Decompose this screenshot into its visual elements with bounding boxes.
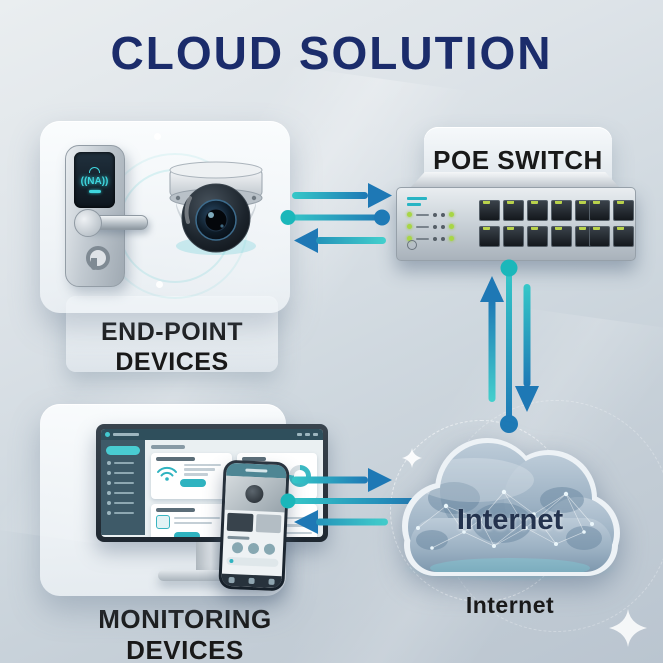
device-status-card: [151, 504, 232, 537]
app-logo-dot: [105, 432, 110, 437]
text-line-bar: [184, 473, 208, 477]
rj45-port: [527, 226, 548, 247]
rj45-port: [589, 200, 610, 221]
sparkle-icon: [609, 609, 647, 647]
rj45-port: [551, 200, 572, 221]
keyhole-icon: [86, 246, 110, 270]
wifi-icon: [157, 466, 177, 481]
rj45-port: [589, 226, 610, 247]
rj45-port: [479, 226, 500, 247]
smartphone-screen: [221, 462, 287, 589]
sidebar-menu-item: [107, 491, 145, 495]
donut-chart: [289, 465, 311, 487]
monitoring-devices-label: MONITORING DEVICES: [98, 604, 272, 663]
nfc-label: ((NA)): [80, 176, 109, 188]
window-controls: [297, 433, 318, 436]
keyhole-icon: [91, 258, 97, 270]
power-icon: [407, 240, 417, 250]
smart-lock-screen: ((NA)): [74, 152, 115, 208]
switch-front-panel: [396, 187, 636, 261]
network-status-card: [151, 453, 232, 499]
poe-switch-label: POE SWITCH: [433, 145, 603, 175]
smartphone-illustration: [218, 459, 290, 592]
cloud-internet-text: Internet: [456, 504, 564, 536]
sidebar-menu-item: [107, 471, 145, 475]
switch-uplink-ports-2: [613, 200, 634, 247]
door-handle-hub: [74, 209, 102, 237]
device-icon: [156, 514, 170, 529]
rj45-port: [479, 200, 500, 221]
dome-camera-illustration: [169, 161, 263, 255]
phone-bottom-nav: [221, 573, 282, 589]
text-line-bar: [184, 463, 222, 467]
text-line-bar: [184, 468, 215, 472]
monitor-bezel: [96, 424, 328, 542]
switch-main-ports: [479, 200, 596, 247]
quick-action-buttons: [223, 542, 283, 556]
ceiling-camera-image: [244, 484, 264, 504]
rj45-port: [613, 200, 634, 221]
device-thumbnail: [255, 514, 282, 534]
wifi-mini-icon: [89, 167, 100, 174]
action-button: [247, 542, 259, 555]
sidebar-items: [101, 461, 145, 515]
action-button: [263, 543, 275, 555]
led-row: [407, 224, 454, 229]
panel-dot-decoration: [156, 281, 163, 288]
dashboard-topbar: [101, 429, 323, 440]
led-row: [407, 212, 454, 217]
content-heading-bar: [151, 445, 185, 449]
card-button: [180, 479, 206, 488]
screen-dash-decoration: [88, 190, 101, 193]
rj45-port: [527, 200, 548, 221]
device-thumbnails: [224, 510, 285, 537]
rj45-port: [613, 226, 634, 247]
rj45-port: [503, 200, 524, 221]
sidebar-menu-item: [107, 501, 145, 505]
switch-top-bevel: [410, 172, 620, 188]
app-title-bar: [113, 433, 139, 436]
sidebar-menu-item: [107, 461, 145, 465]
notification-row: [226, 556, 279, 568]
sparkle-icon: [402, 448, 422, 468]
monitor-screen: [101, 429, 323, 537]
switch-logo: [407, 203, 421, 206]
panel-dot-decoration: [154, 133, 161, 140]
sidebar-menu-item: [107, 511, 145, 515]
internet-label: Internet: [465, 592, 555, 618]
rj45-port: [551, 226, 572, 247]
text-line-bar: [174, 516, 221, 520]
led-row: [407, 236, 454, 241]
text-line-bar: [174, 521, 212, 525]
action-button: [231, 542, 243, 554]
section-label-bar: [227, 535, 250, 540]
page-title: CLOUD SOLUTION: [110, 27, 553, 79]
switch-logo: [407, 197, 427, 200]
endpoint-devices-label: END-POINT DEVICES: [101, 318, 243, 376]
sidebar-menu-item: [107, 481, 145, 485]
monitor-stand-base: [158, 570, 264, 581]
arrow-endpoint-to-switch: [280, 183, 392, 253]
rj45-port: [503, 226, 524, 247]
card-button: [174, 531, 200, 537]
lock-thumbnail: [226, 512, 254, 532]
internet-cloud-illustration: [402, 438, 620, 576]
sidebar-active-item: [106, 446, 140, 455]
switch-led-block: [407, 212, 454, 241]
dashboard-sidebar: [101, 440, 145, 535]
camera-live-view: [224, 475, 287, 513]
switch-uplink-ports-1: [589, 200, 610, 247]
